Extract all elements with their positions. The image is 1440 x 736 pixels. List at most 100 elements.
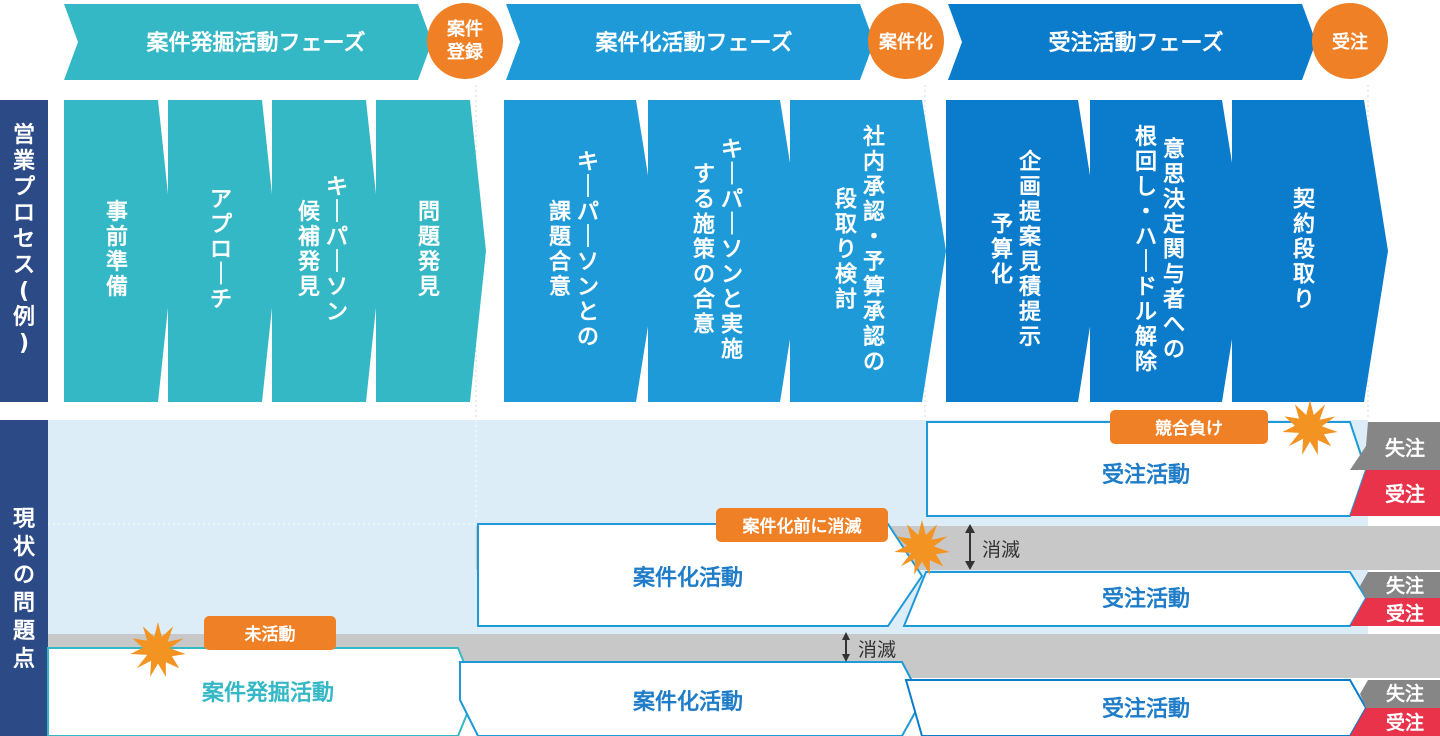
process-step-char: ｜	[721, 212, 743, 238]
row3-vanish-arrow-icon	[842, 632, 850, 662]
row1-callout-label: 競合負け	[1155, 418, 1223, 439]
row3-discovery-activity-label: 案件発掘活動	[201, 680, 334, 706]
process-step-char: ン	[721, 263, 743, 288]
phase-2-arrow	[506, 4, 874, 80]
process-step-char: の	[1163, 338, 1185, 363]
process-step-char: し	[1135, 175, 1157, 200]
process-side-char: ロ	[13, 201, 35, 226]
row3-lost-box	[1360, 680, 1440, 708]
issues-side-bar	[0, 420, 48, 736]
process-step-char: 取	[1293, 263, 1315, 288]
process-step-char: 算	[863, 274, 885, 300]
process-step-char: ｜	[577, 224, 599, 250]
process-step-char: ア	[210, 188, 232, 213]
process-step-char: 積	[1019, 275, 1042, 300]
process-step-char: 定	[1163, 212, 1185, 238]
issues-side-char: 点	[13, 646, 35, 672]
process-side-char: 例	[13, 305, 35, 330]
phase-3-arrow	[948, 4, 1316, 80]
row3-won-box	[1350, 708, 1440, 736]
row2-vanish-arrow-icon	[965, 524, 975, 570]
issues-side-char: 問	[13, 591, 35, 616]
row2-callout-box	[716, 508, 888, 542]
process-step-char: 施	[693, 212, 715, 238]
process-step-char: 者	[1162, 288, 1185, 313]
row3-callout-box	[204, 616, 336, 650]
process-side-char: ス	[13, 253, 35, 278]
row1-burst-icon	[1282, 400, 1338, 455]
process-step-3	[272, 100, 382, 402]
process-step-char: キ	[721, 138, 743, 163]
process-step-char: 事	[106, 199, 128, 225]
row3-qualify-activity-label: 案件化活動	[632, 689, 743, 715]
process-step-char: 施	[721, 337, 743, 363]
process-step-char: 策	[693, 237, 716, 263]
process-step-char: 認	[863, 324, 885, 350]
phase-1-arrow	[64, 4, 432, 80]
process-step-6	[648, 100, 804, 402]
milestone-3-circle	[1312, 3, 1388, 79]
process-step-char: ソ	[721, 238, 743, 263]
process-step-char: 取	[835, 213, 857, 238]
process-step-8	[946, 100, 1102, 402]
process-step-char: 予	[863, 250, 885, 275]
process-step-char: 意	[1163, 137, 1185, 163]
row3-qualify-activity-box	[459, 661, 924, 736]
process-step-char: 見	[298, 275, 320, 300]
process-step-char: 回	[1135, 150, 1157, 175]
process-step-char: 見	[1019, 250, 1041, 275]
process-step-1	[64, 100, 174, 402]
row3-lost-label: 失注	[1386, 682, 1424, 705]
issues-side-char: 現	[13, 507, 35, 532]
process-step-char: 発	[417, 250, 441, 275]
row3-won-label: 受注	[1386, 711, 1424, 734]
process-side-char: )	[19, 331, 29, 356]
process-side-char: 営	[13, 122, 35, 148]
process-step-char: ロ	[210, 238, 232, 263]
process-step-char: 準	[106, 249, 128, 275]
process-step-9	[1090, 100, 1246, 402]
process-step-char: 前	[106, 224, 128, 250]
process-step-char: 検	[835, 263, 858, 288]
row1-lost-label: 失注	[1385, 436, 1425, 460]
phase-1-label: 案件発掘活動フェーズ	[146, 30, 366, 56]
process-step-char: ｜	[577, 174, 599, 200]
process-step-char: ド	[1135, 275, 1157, 300]
process-step-char: 見	[418, 275, 440, 300]
phase-2-label: 案件化活動フェーズ	[595, 30, 793, 56]
process-step-char: 発	[297, 250, 321, 275]
process-step-char: 認	[863, 199, 885, 225]
process-step-char: の	[863, 350, 885, 375]
process-step-char: 根	[1135, 125, 1157, 150]
milestone-2-circle	[868, 3, 944, 79]
process-step-char: 算	[991, 237, 1013, 263]
process-step-char: 合	[549, 249, 572, 275]
process-step-char: る	[693, 188, 715, 213]
process-step-char: 段	[1293, 237, 1315, 263]
process-step-char: ン	[577, 275, 599, 300]
process-step-char: 社	[863, 124, 885, 150]
milestone-1-circle	[427, 3, 503, 79]
process-step-char: の	[577, 325, 599, 350]
process-step-char: 題	[418, 225, 441, 250]
process-step-char: ル	[1135, 300, 1157, 325]
milestone-3-label: 受注	[1332, 31, 1368, 53]
row3-vanish-label: 消滅	[858, 639, 896, 661]
process-step-char: 備	[106, 274, 128, 300]
process-step-char: 問	[418, 200, 440, 225]
phase-3-label: 受注活動フェーズ	[1049, 30, 1224, 56]
process-step-char: 思	[1163, 163, 1185, 188]
process-side-char: (	[19, 279, 29, 304]
process-step-char: 関	[1163, 238, 1185, 263]
process-step-char: と	[577, 300, 599, 325]
